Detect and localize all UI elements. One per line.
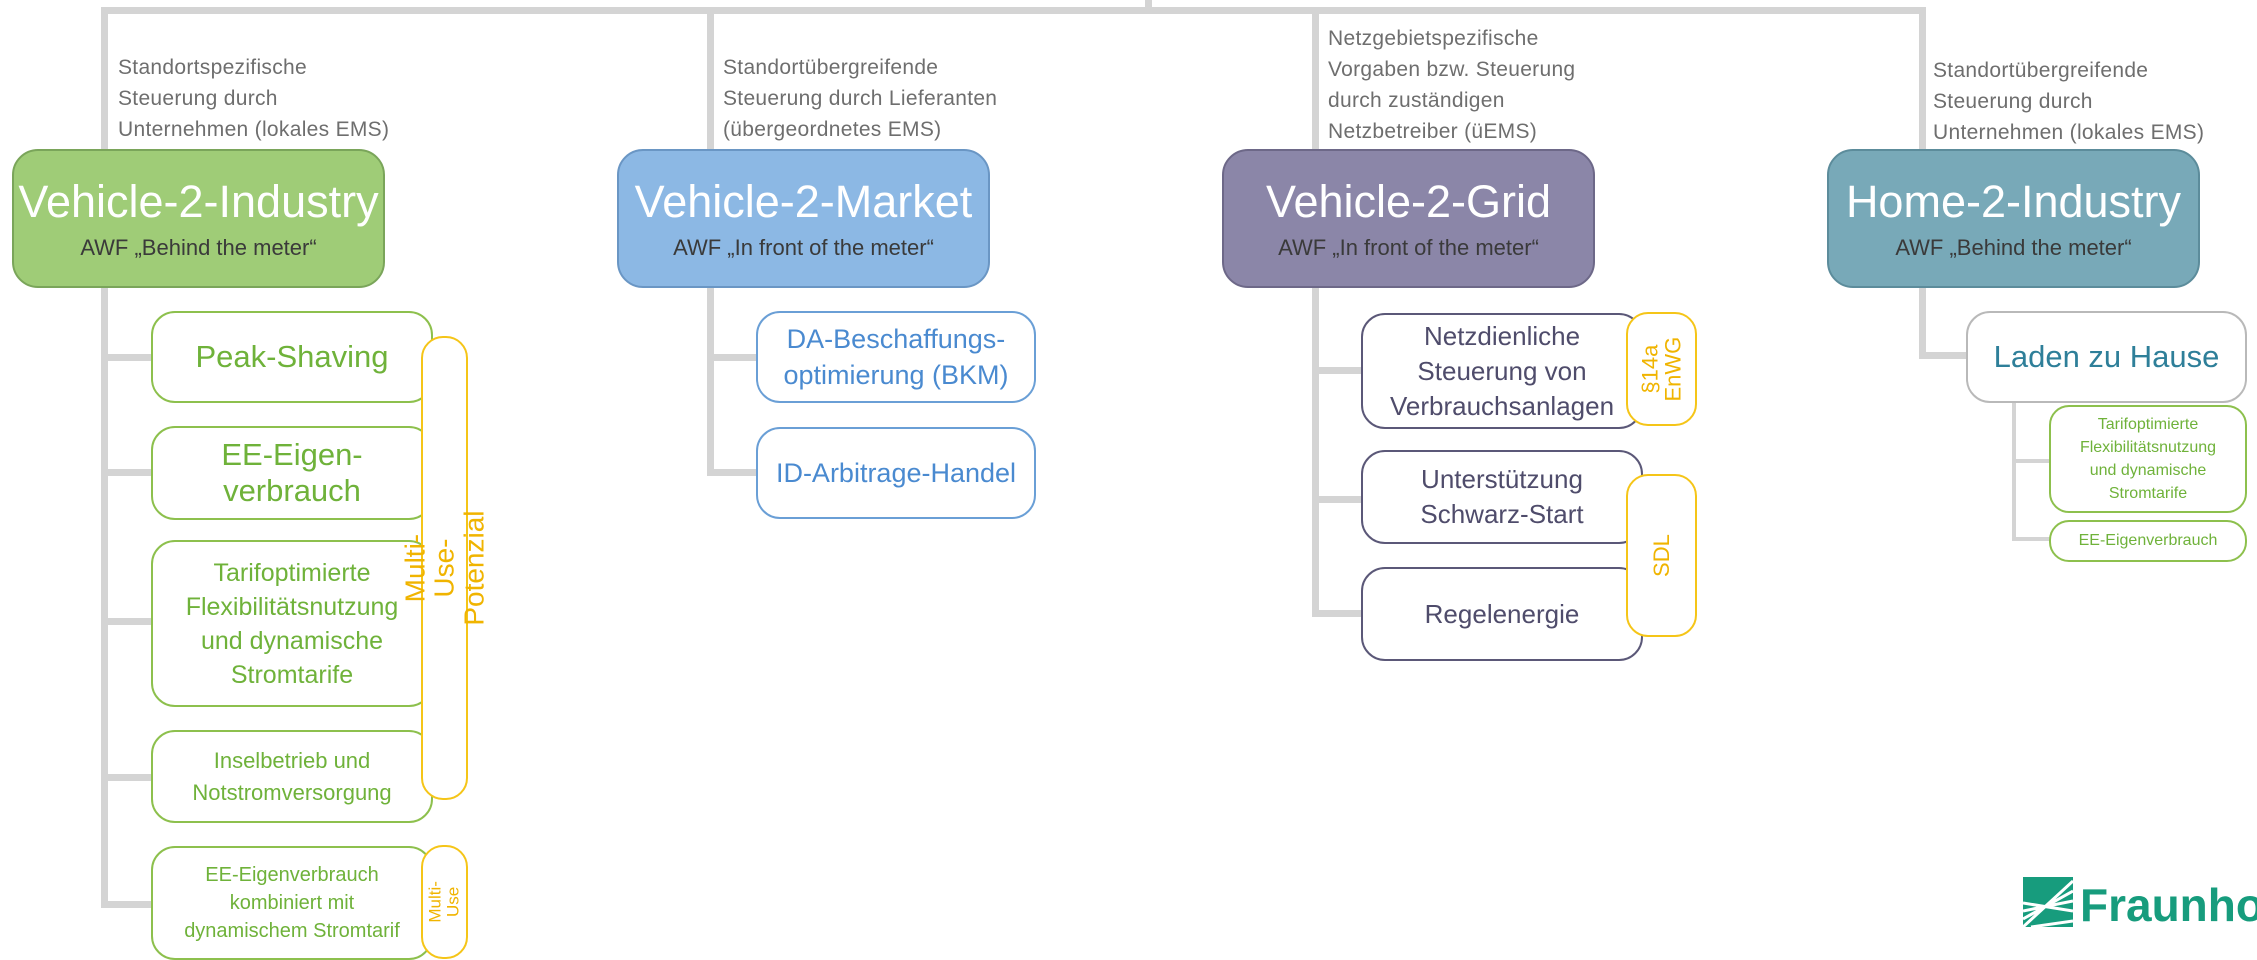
top-connector-stem — [1145, 0, 1152, 12]
drop-line-v2m — [707, 7, 714, 150]
use-case-id-arbitrage-handel[interactable]: ID-Arbitrage-Handel — [756, 427, 1036, 519]
category-subtitle: AWF „In front of the meter“ — [1278, 234, 1539, 260]
use-case-laden-zu-hause[interactable]: Laden zu Hause — [1966, 311, 2247, 403]
category-vehicle-2-market[interactable]: Vehicle-2-Market AWF „In front of the me… — [617, 149, 990, 288]
use-case-h2i-ee-eigenverbrauch[interactable]: EE-Eigenverbrauch — [2049, 520, 2247, 562]
category-title: Vehicle-2-Market — [634, 175, 973, 227]
category-vehicle-2-grid[interactable]: Vehicle-2-Grid AWF „In front of the mete… — [1222, 149, 1595, 288]
branch-v2i — [101, 618, 153, 625]
use-case-tarifoptimierte-flexibilitaetsnutzung[interactable]: Tarifoptimierte Flexibilitätsnutzung und… — [151, 540, 433, 707]
branch-v2i — [101, 354, 153, 361]
category-vehicle-2-industry[interactable]: Vehicle-2-Industry AWF „Behind the meter… — [12, 149, 385, 288]
tag-label: Multi-Use — [425, 881, 463, 923]
category-subtitle: AWF „In front of the meter“ — [673, 234, 934, 260]
sub-branch-h2i — [2012, 537, 2050, 541]
use-case-h2i-tarifoptimierte[interactable]: Tarifoptimierte Flexibilitätsnutzung und… — [2049, 405, 2247, 513]
category-title: Vehicle-2-Industry — [18, 175, 379, 227]
sub-branch-h2i — [2012, 459, 2050, 463]
category-subtitle: AWF „Behind the meter“ — [1895, 234, 2132, 260]
tag-multi-use-potenzial: Multi-Use-Potenzial — [399, 336, 489, 800]
branch-v2m — [707, 469, 757, 476]
trunk-v2m — [707, 287, 714, 476]
branch-v2g — [1312, 367, 1362, 374]
branch-h2i — [1919, 352, 1968, 359]
use-case-peak-shaving[interactable]: Peak-Shaving — [151, 311, 433, 403]
drop-line-h2i — [1919, 7, 1926, 150]
use-case-inselbetrieb[interactable]: Inselbetrieb und Notstromversorgung — [151, 730, 433, 823]
tag-14a-enwg: §14a EnWG — [1626, 312, 1697, 426]
fraunhofer-logo-text: Fraunho — [2080, 879, 2257, 931]
top-connector-bar — [101, 7, 1926, 14]
branch-v2i — [101, 469, 153, 476]
use-case-schwarz-start[interactable]: Unterstützung Schwarz-Start — [1361, 450, 1643, 544]
drop-line-v2i — [101, 7, 108, 150]
drop-line-v2g — [1312, 7, 1319, 150]
category-title: Vehicle-2-Grid — [1265, 175, 1552, 227]
use-case-ee-eigenverbrauch[interactable]: EE-Eigen- verbrauch — [151, 426, 433, 520]
category-subtitle: AWF „Behind the meter“ — [80, 234, 317, 260]
tag-label: SDL — [1648, 534, 1674, 577]
tag-sdl: SDL — [1626, 474, 1697, 637]
category-home-2-industry[interactable]: Home-2-Industry AWF „Behind the meter“ — [1827, 149, 2200, 288]
use-case-netzdienliche-steuerung[interactable]: Netzdienliche Steuerung von Verbrauchsan… — [1361, 313, 1643, 429]
branch-v2m — [707, 354, 757, 361]
tag-multi-use: Multi-Use — [421, 845, 468, 959]
use-case-regelenergie[interactable]: Regelenergie — [1361, 567, 1643, 661]
tag-label: §14a EnWG — [1637, 336, 1686, 402]
trunk-h2i — [1919, 287, 1926, 359]
branch-v2g — [1312, 496, 1362, 503]
branch-v2g — [1312, 610, 1362, 617]
sub-trunk-h2i — [2012, 403, 2016, 541]
column-description-v2g: Netzgebietspezifische Vorgaben bzw. Steu… — [1328, 27, 1576, 143]
branch-v2i — [101, 901, 153, 908]
branch-v2i — [101, 774, 153, 781]
use-case-da-beschaffungsoptimierung[interactable]: DA-Beschaffungs- optimierung (BKM) — [756, 311, 1036, 403]
tag-label: Multi-Use-Potenzial — [399, 510, 490, 626]
column-description-h2i: Standortübergreifende Steuerung durch Un… — [1933, 59, 2205, 144]
use-case-ee-eigenverbrauch-dynamisch[interactable]: EE-Eigenverbrauch kombiniert mit dynamis… — [151, 846, 433, 960]
trunk-v2i — [101, 285, 108, 908]
column-description-v2i: Standortspezifische Steuerung durch Unte… — [118, 56, 390, 141]
column-description-v2m: Standortübergreifende Steuerung durch Li… — [723, 56, 998, 141]
fraunhofer-logo-icon — [2023, 877, 2073, 927]
category-title: Home-2-Industry — [1845, 175, 2182, 227]
trunk-v2g — [1312, 287, 1319, 617]
